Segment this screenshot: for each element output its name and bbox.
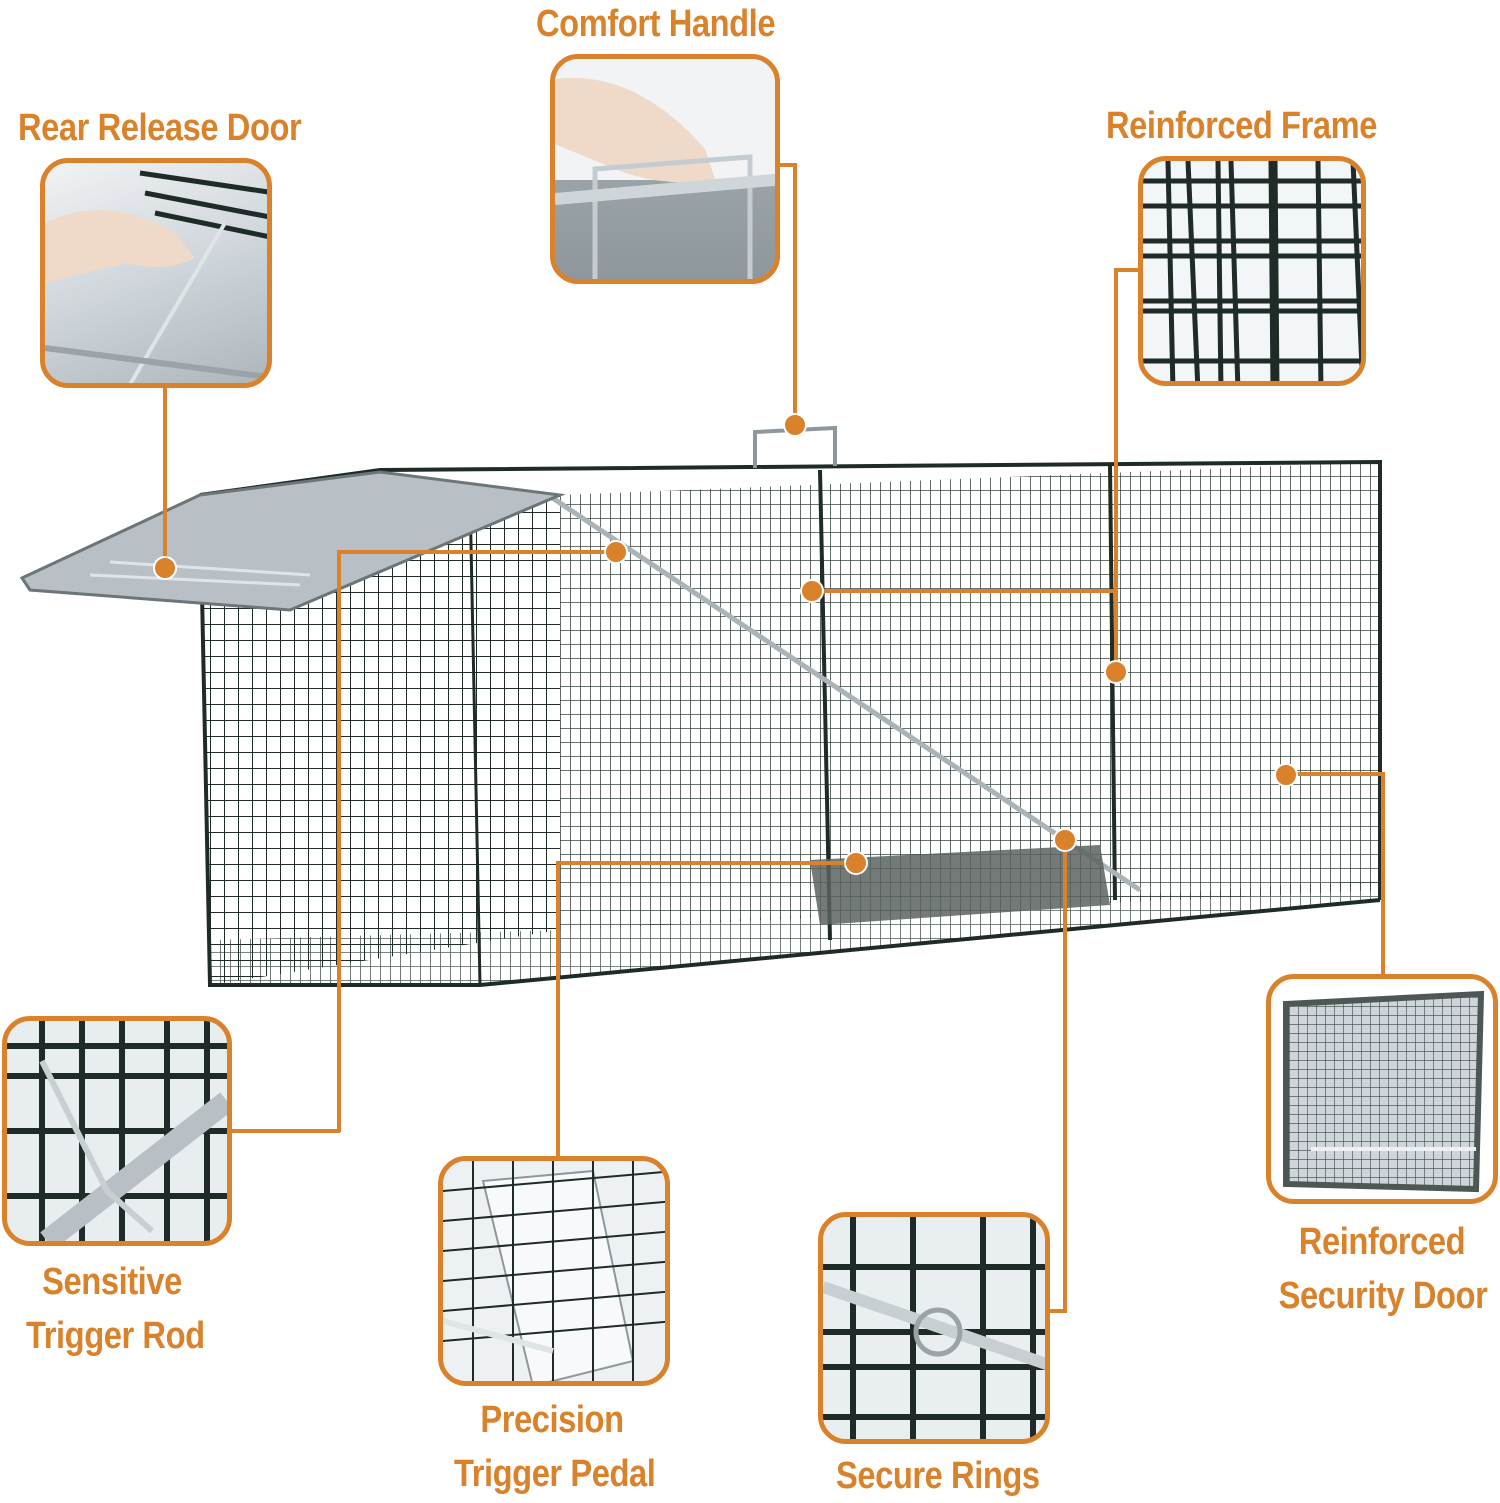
photo-secure-rings [818, 1212, 1050, 1444]
label-comfort-handle: Comfort Handle [536, 3, 776, 45]
label-sensitive-trigger-rod-line2: Trigger Rod [26, 1315, 205, 1357]
hotspot-rings [1053, 828, 1077, 852]
connector-rings-h [1045, 1309, 1067, 1313]
trigger-pedal-closeup-icon [443, 1161, 665, 1381]
hand-lifting-door-icon [45, 170, 267, 383]
label-sensitive-trigger-rod-line1: Sensitive [42, 1261, 182, 1303]
security-door-icon [1283, 990, 1485, 1193]
label-rear-release-door: Rear Release Door [18, 107, 302, 149]
hotspot-door [1274, 763, 1298, 787]
connector-handle-h [780, 163, 797, 167]
connector-frame-mid [812, 589, 1117, 593]
ring-on-rod-closeup-icon [823, 1217, 1045, 1439]
hotspot-rear-door [153, 556, 177, 580]
connector-handle-v [793, 165, 797, 425]
connector-pedal-v [556, 861, 560, 1159]
connector-frame-h [1114, 268, 1140, 272]
photo-sensitive-trigger-rod [2, 1016, 232, 1246]
connector-pedal-h [558, 861, 856, 865]
label-reinforced-frame: Reinforced Frame [1106, 105, 1377, 147]
connector-frame-v [1114, 270, 1118, 672]
hotspot-pedal [844, 851, 868, 875]
hand-holding-handle-icon [555, 77, 775, 279]
photo-reinforced-frame [1138, 156, 1366, 386]
hotspot-trigger-rod [604, 540, 628, 564]
photo-reinforced-security-door [1266, 974, 1498, 1204]
hotspot-frame-mid [800, 579, 824, 603]
connector-door-h [1288, 772, 1384, 776]
photo-precision-trigger-pedal [438, 1156, 670, 1386]
hotspot-handle [783, 413, 807, 437]
connector-trigger-rod-h2 [230, 1129, 340, 1133]
photo-rear-release-door [40, 158, 272, 388]
label-reinforced-security-door-line2: Security Door [1278, 1275, 1488, 1317]
hotspot-frame [1104, 660, 1128, 684]
connector-door-v [1381, 772, 1385, 977]
wire-mesh-closeup-icon [1143, 161, 1361, 381]
label-precision-trigger-pedal-line1: Precision [480, 1399, 624, 1441]
connector-rings-v [1063, 838, 1067, 1312]
label-precision-trigger-pedal-line2: Trigger Pedal [453, 1453, 656, 1495]
trigger-rod-closeup-icon [7, 1021, 227, 1241]
label-reinforced-security-door-line1: Reinforced [1298, 1221, 1466, 1263]
connector-trigger-rod-v [337, 550, 341, 1132]
connector-rear-door [163, 385, 167, 568]
label-secure-rings: Secure Rings [835, 1455, 1040, 1497]
photo-comfort-handle [550, 54, 780, 284]
connector-trigger-rod-h [338, 550, 616, 554]
